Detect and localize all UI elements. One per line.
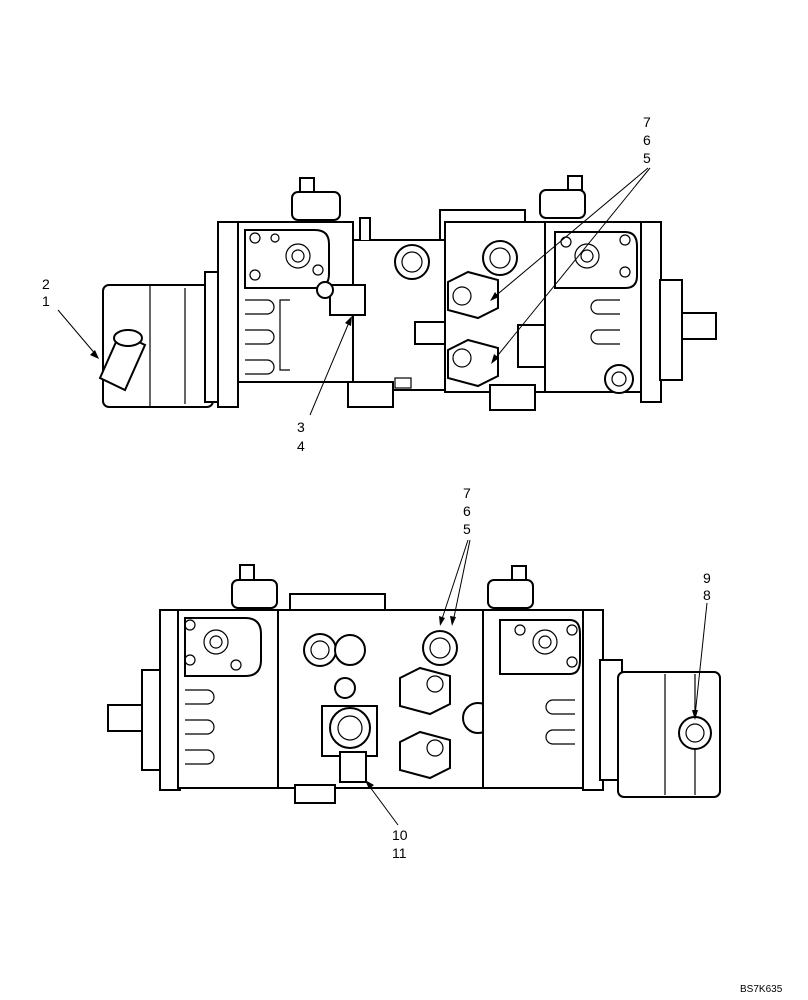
leader-lines bbox=[57, 167, 708, 826]
callouts-upper: 2 1 3 4 7 6 5 bbox=[42, 114, 651, 454]
callout-5: 5 bbox=[643, 150, 651, 166]
callout-7: 7 bbox=[643, 114, 651, 130]
callout-4: 4 bbox=[297, 438, 305, 454]
callouts-lower: 7 6 5 9 8 10 11 bbox=[392, 485, 711, 861]
callout-10: 10 bbox=[392, 827, 408, 843]
callout-2: 2 bbox=[42, 276, 50, 292]
callout-5: 5 bbox=[463, 521, 471, 537]
callout-1: 1 bbox=[42, 293, 50, 309]
callout-8: 8 bbox=[703, 587, 711, 603]
callout-6: 6 bbox=[643, 132, 651, 148]
callout-6: 6 bbox=[463, 503, 471, 519]
callout-3: 3 bbox=[297, 419, 305, 435]
figure-id: BS7K635 bbox=[740, 984, 783, 995]
callout-11: 11 bbox=[392, 845, 407, 861]
callout-9: 9 bbox=[703, 570, 711, 586]
upper-pump-assembly bbox=[98, 175, 717, 411]
callout-7: 7 bbox=[463, 485, 471, 501]
lower-pump-assembly bbox=[107, 564, 721, 804]
